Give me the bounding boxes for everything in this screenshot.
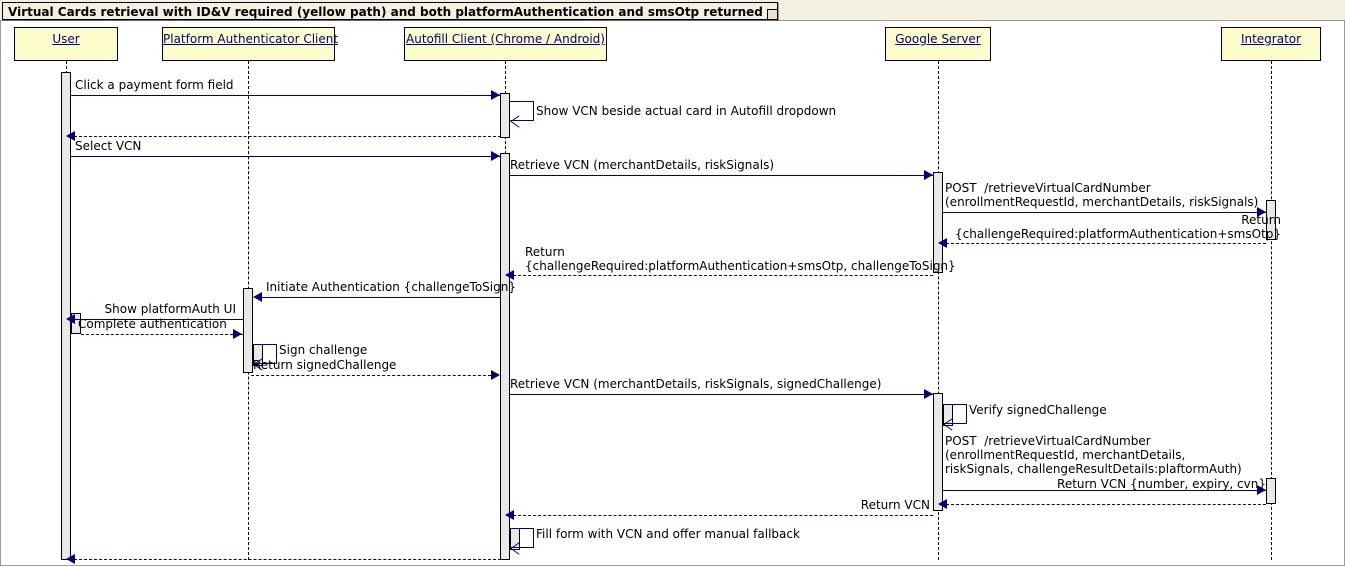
activation-autofill-client-1 xyxy=(500,93,510,138)
message-arrow-m14 xyxy=(510,394,934,395)
message-label-m12: Sign challenge xyxy=(279,343,368,357)
message-arrowhead-m17 xyxy=(938,499,947,509)
participant-platform-authenticator-client-label: Platform Authenticator Client xyxy=(163,32,339,46)
diagram-title-tab: Virtual Cards retrieval with ID&V requir… xyxy=(2,2,778,20)
message-arrowhead-m14 xyxy=(924,389,933,399)
message-label-m18: Return VCN xyxy=(860,498,930,512)
message-arrow-m20 xyxy=(74,559,501,560)
message-arrowhead-m15 xyxy=(944,420,953,429)
message-arrowhead-m8 xyxy=(505,270,514,280)
message-selfloop-m15 xyxy=(943,404,967,424)
message-label-m16: POST /retrieveVirtualCardNumber (enrollm… xyxy=(945,434,1242,476)
message-arrowhead-m7 xyxy=(938,238,947,248)
message-arrowhead-m13 xyxy=(491,370,500,380)
message-arrowhead-m19 xyxy=(511,544,520,553)
message-selfloop-m19 xyxy=(510,528,534,548)
participant-integrator[interactable]: Integrator xyxy=(1221,27,1321,61)
message-label-m1: Click a payment form field xyxy=(75,78,234,92)
message-arrowhead-m4 xyxy=(491,151,500,161)
message-selfloop-m2 xyxy=(510,101,534,121)
message-label-m14: Retrieve VCN (merchantDetails, riskSigna… xyxy=(510,377,882,391)
activation-autofill-client-2 xyxy=(500,153,510,560)
title-fold-corner xyxy=(766,9,777,19)
participant-autofill-client-label: Autofill Client (Chrome / Android) xyxy=(406,32,605,46)
participant-user-label: User xyxy=(52,32,80,46)
message-arrow-m10 xyxy=(74,319,243,320)
message-label-m2: Show VCN beside actual card in Autofill … xyxy=(536,104,837,118)
message-arrowhead-m18 xyxy=(505,510,514,520)
message-arrow-m3 xyxy=(74,136,501,137)
message-label-m13: Return signedChallenge xyxy=(253,358,397,372)
message-selfloop-m12 xyxy=(253,344,277,364)
message-label-m9: Initiate Authentication {challengeToSign… xyxy=(266,280,516,294)
message-label-m15: Verify signedChallenge xyxy=(969,403,1107,417)
message-label-m7: Return {challengeRequired:platformAuthen… xyxy=(955,213,1282,241)
activation-google-server-1 xyxy=(933,172,943,273)
message-arrow-m11 xyxy=(81,334,243,335)
lifeline-google-server xyxy=(938,61,939,560)
message-arrow-m16 xyxy=(943,490,1267,491)
message-label-m19: Fill form with VCN and offer manual fall… xyxy=(536,527,800,541)
message-arrow-m18 xyxy=(513,515,933,516)
message-label-m11: Complete authentication xyxy=(78,317,227,331)
message-arrowhead-m20 xyxy=(66,554,75,564)
message-label-m5: Retrieve VCN (merchantDetails, riskSigna… xyxy=(510,158,774,172)
message-arrowhead-m11 xyxy=(233,329,242,339)
message-arrowhead-m6 xyxy=(1257,207,1266,217)
lifeline-integrator xyxy=(1271,61,1272,560)
activation-integrator-2 xyxy=(1266,478,1276,504)
participant-google-server[interactable]: Google Server xyxy=(885,27,991,61)
message-arrowhead-m9 xyxy=(253,292,262,302)
message-arrowhead-m1 xyxy=(491,90,500,100)
message-arrow-m7 xyxy=(946,243,1266,244)
message-label-m6: POST /retrieveVirtualCardNumber (enrollm… xyxy=(945,181,1259,209)
message-arrowhead-m10 xyxy=(66,314,75,324)
message-label-m8: Return {challengeRequired:platformAuthen… xyxy=(525,245,956,273)
message-arrowhead-m2 xyxy=(511,117,520,126)
message-arrowhead-m3 xyxy=(66,131,75,141)
message-arrow-m8 xyxy=(513,275,933,276)
message-arrow-m5 xyxy=(510,175,934,176)
message-label-m17: Return VCN {number, expiry, cvn} xyxy=(1057,477,1266,491)
message-arrow-m6 xyxy=(943,212,1267,213)
message-arrowhead-m5 xyxy=(924,170,933,180)
participant-user[interactable]: User xyxy=(14,27,118,61)
message-arrowhead-m16 xyxy=(1257,485,1266,495)
message-arrow-m17 xyxy=(946,504,1266,505)
message-arrow-m4 xyxy=(71,156,501,157)
message-label-m10: Show platformAuth UI xyxy=(104,302,236,316)
diagram-title: Virtual Cards retrieval with ID&V requir… xyxy=(8,5,763,19)
participant-autofill-client[interactable]: Autofill Client (Chrome / Android) xyxy=(404,27,607,61)
message-arrow-m1 xyxy=(71,95,501,96)
participant-google-server-label: Google Server xyxy=(895,32,981,46)
message-arrow-m13 xyxy=(251,375,491,376)
message-label-m4: Select VCN xyxy=(75,139,142,153)
activation-google-server-2 xyxy=(933,393,943,511)
message-arrow-m9 xyxy=(261,297,500,298)
activation-platform-authenticator-client xyxy=(243,288,253,373)
participant-integrator-label: Integrator xyxy=(1240,32,1302,46)
activation-integrator-1 xyxy=(1266,200,1276,240)
participant-platform-authenticator-client[interactable]: Platform Authenticator Client xyxy=(162,27,339,61)
